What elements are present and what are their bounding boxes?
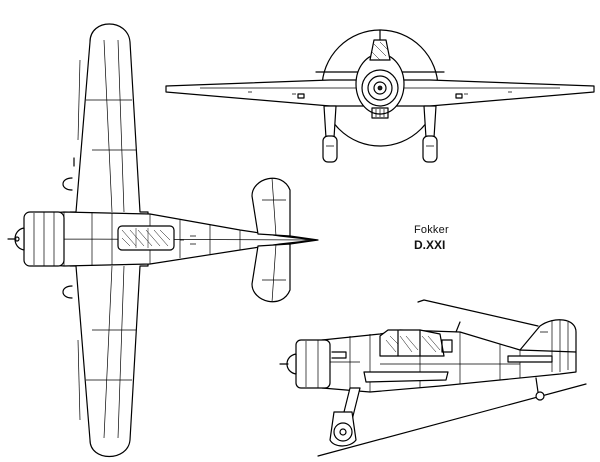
side-cowling-lines — [305, 340, 319, 388]
side-engine-cowling — [295, 339, 331, 389]
front-radiator — [371, 107, 389, 119]
plan-aileron-lower — [77, 339, 81, 421]
aircraft-label: Fokker D.XXI — [414, 224, 449, 252]
front-gear-leg-right — [423, 105, 437, 139]
plan-tailplane — [251, 177, 291, 237]
plan-tail-cone — [289, 235, 319, 245]
plan-fuselage-detail — [180, 235, 196, 245]
plan-aileron-upper — [77, 59, 81, 141]
side-exhaust — [331, 351, 347, 359]
plan-spinner-hub — [14, 236, 20, 242]
side-fuselage-frames — [322, 332, 521, 392]
front-wheel-right — [422, 135, 438, 163]
plan-wing-panel-lines — [86, 39, 136, 439]
front-wheel-left — [322, 135, 338, 163]
plan-canopy — [117, 225, 175, 251]
plan-tailplane-lower — [251, 243, 291, 303]
side-antenna — [455, 321, 461, 333]
top-view — [7, 23, 319, 458]
side-main-wheel — [333, 422, 353, 442]
model-label: D.XXI — [414, 238, 446, 252]
side-canopy-hatch — [385, 335, 441, 353]
plan-wheel-well-lower — [62, 285, 73, 299]
front-view — [165, 29, 595, 163]
plan-cowling-lines — [33, 212, 55, 266]
front-canopy-hatch — [371, 41, 389, 61]
front-wing-slot-left — [297, 93, 305, 99]
side-view — [279, 299, 587, 457]
manufacturer-label: Fokker — [414, 224, 449, 236]
front-hub — [377, 85, 383, 91]
side-fin — [519, 319, 577, 353]
front-spinner — [373, 81, 387, 95]
front-radiator-lines — [375, 109, 385, 117]
plan-canopy-hatch — [121, 228, 171, 248]
plan-wheel-well-upper — [62, 177, 73, 191]
side-tail-wheel — [535, 391, 545, 401]
side-rudder-lines — [540, 320, 569, 372]
side-main-wheel-hub — [339, 428, 347, 436]
side-fuselage-panel — [441, 339, 453, 353]
side-wing — [363, 371, 449, 383]
side-tail-leg — [535, 377, 539, 393]
side-spinner — [286, 353, 297, 375]
front-cowling-inner — [367, 75, 393, 101]
side-canopy-frames — [397, 329, 421, 357]
side-reference-line — [417, 299, 539, 327]
plan-elevator-lines — [262, 177, 286, 303]
front-wing-slot-right — [455, 93, 463, 99]
side-tailplane — [507, 355, 553, 363]
front-gear-leg-left — [323, 105, 337, 139]
